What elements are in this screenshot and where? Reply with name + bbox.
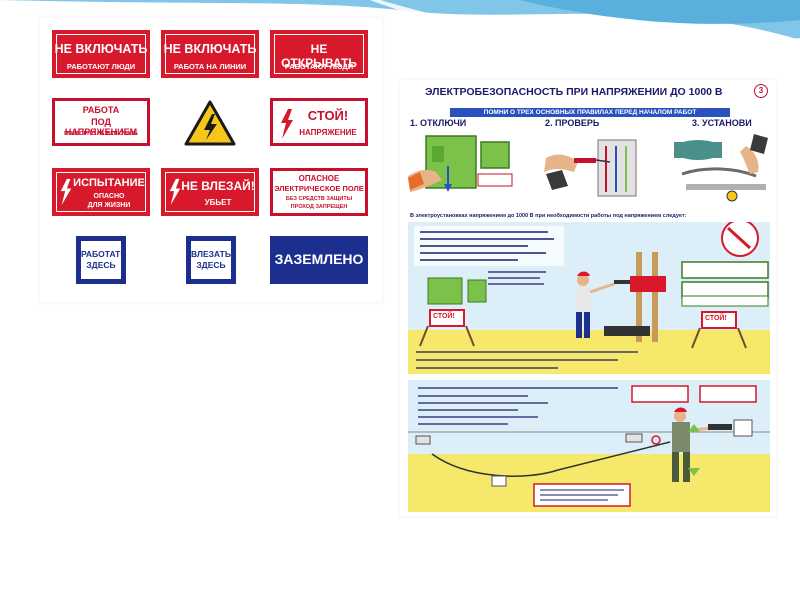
- sign-text: ИСПЫТАНИЕ: [73, 177, 145, 189]
- sign-text: НЕ ОТКРЫВАТЬ: [281, 42, 357, 70]
- sign-text: ДЛЯ ЖИЗНИ: [87, 202, 131, 209]
- sign-text: ЗАЗЕМЛЕНО: [274, 251, 364, 267]
- sign-text: РАБОТА: [82, 105, 120, 115]
- sign-text: СТОЙ!: [307, 108, 349, 123]
- lightning-bolt-icon: [281, 109, 293, 139]
- step-otklyuchi: 1. ОТКЛЮЧИ: [410, 118, 467, 128]
- electrical-safety-poster: ЭЛЕКТРОБЕЗОПАСНОСТЬ ПРИ НАПРЯЖЕНИИ ДО 10…: [400, 80, 776, 516]
- scene-wire-protection: [408, 380, 770, 512]
- sign-text: РАБОТАТЬ: [81, 249, 127, 259]
- high-voltage-warning-triangle-icon: [184, 100, 236, 146]
- sign-text: НЕ ВКЛЮЧАТЬ: [54, 42, 148, 56]
- lightning-bolt-icon: [169, 178, 181, 206]
- sign-ispytanie: ИСПЫТАНИЕ ОПАСНО ДЛЯ ЖИЗНИ: [52, 168, 150, 216]
- stop-sign-label-right: СТОЙ!: [705, 315, 727, 322]
- sign-text: ОПАСНО: [93, 193, 125, 200]
- sign-ne-vlezay: НЕ ВЛЕЗАЙ! УБЬЕТ: [161, 168, 259, 216]
- sign-text: НЕ ВЛЕЗАЙ!: [181, 179, 255, 193]
- sign-text: ПОД НАПРЯЖЕНИЕМ: [64, 117, 138, 137]
- sign-ne-vklyuchat-2: НЕ ВКЛЮЧАТЬ РАБОТА НА ЛИНИИ: [161, 30, 259, 78]
- sign-text: ОПАСНОЕ: [298, 174, 340, 183]
- sign-text: УБЬЕТ: [204, 198, 232, 207]
- poster-banner: ПОМНИ О ТРЕХ ОСНОВНЫХ ПРАВИЛАХ ПЕРЕД НАЧ…: [450, 108, 730, 117]
- sign-stoy-napryazhenie: СТОЙ! НАПРЯЖЕНИЕ: [270, 98, 368, 146]
- lightning-bolt-icon: [60, 178, 72, 206]
- step-illustrations: [408, 134, 768, 202]
- sign-text: ЭЛЕКТРИЧЕСКОЕ ПОЛЕ: [274, 184, 364, 193]
- sign-vlezat-zdes: ВЛЕЗАТЬ ЗДЕСЬ: [186, 236, 236, 284]
- scene-work-under-voltage: [408, 222, 770, 374]
- sign-text: ЗДЕСЬ: [196, 260, 226, 270]
- sign-text: РАБОТА НА ЛИНИИ: [173, 62, 247, 71]
- sign-text: БЕЗ СРЕДСТВ ЗАЩИТЫ: [285, 196, 353, 202]
- sign-rabotat-zdes: РАБОТАТЬ ЗДЕСЬ: [76, 236, 126, 284]
- sign-text: ПРОХОД ЗАПРЕЩЕН: [290, 204, 348, 210]
- sign-text: РАБОТАЮТ ЛЮДИ: [284, 62, 354, 71]
- sign-text: ВЛЕЗАТЬ: [191, 249, 231, 259]
- step-prover: 2. ПРОВЕРЬ: [545, 118, 600, 128]
- safety-signs-panel: НЕ ВКЛЮЧАТЬ РАБОТАЮТ ЛЮДИ НЕ ВКЛЮЧАТЬ РА…: [40, 18, 382, 302]
- sign-text: ЗДЕСЬ: [86, 260, 116, 270]
- poster-title: ЭЛЕКТРОБЕЗОПАСНОСТЬ ПРИ НАПРЯЖЕНИИ ДО 10…: [425, 86, 723, 98]
- sign-text: ПОВТОРНО НЕ ВКЛЮЧАТЬ: [64, 131, 138, 137]
- poster-number: 3: [754, 84, 768, 98]
- sign-zazemleno: ЗАЗЕМЛЕНО: [270, 236, 368, 284]
- sign-opasnoe-elektricheskoe-pole: ОПАСНОЕ ЭЛЕКТРИЧЕСКОЕ ПОЛЕ БЕЗ СРЕДСТВ З…: [270, 168, 368, 216]
- sign-ne-vklyuchat-1: НЕ ВКЛЮЧАТЬ РАБОТАЮТ ЛЮДИ: [52, 30, 150, 78]
- sign-text: РАБОТАЮТ ЛЮДИ: [66, 62, 136, 71]
- step-ustanovi: 3. УСТАНОВИ: [692, 118, 752, 128]
- sign-ne-otkryvat: НЕ ОТКРЫВАТЬ РАБОТАЮТ ЛЮДИ: [270, 30, 368, 78]
- stop-sign-label-left: СТОЙ!: [433, 313, 455, 320]
- sign-text: НЕ ВКЛЮЧАТЬ: [163, 42, 257, 56]
- poster-section-heading: В электроустановках напряжением до 1000 …: [410, 213, 687, 219]
- header-swoosh: [0, 0, 800, 51]
- sign-rabota-pod-napryazheniem: РАБОТА ПОД НАПРЯЖЕНИЕМ ПОВТОРНО НЕ ВКЛЮЧ…: [52, 98, 150, 146]
- sign-text: НАПРЯЖЕНИЕ: [299, 128, 357, 137]
